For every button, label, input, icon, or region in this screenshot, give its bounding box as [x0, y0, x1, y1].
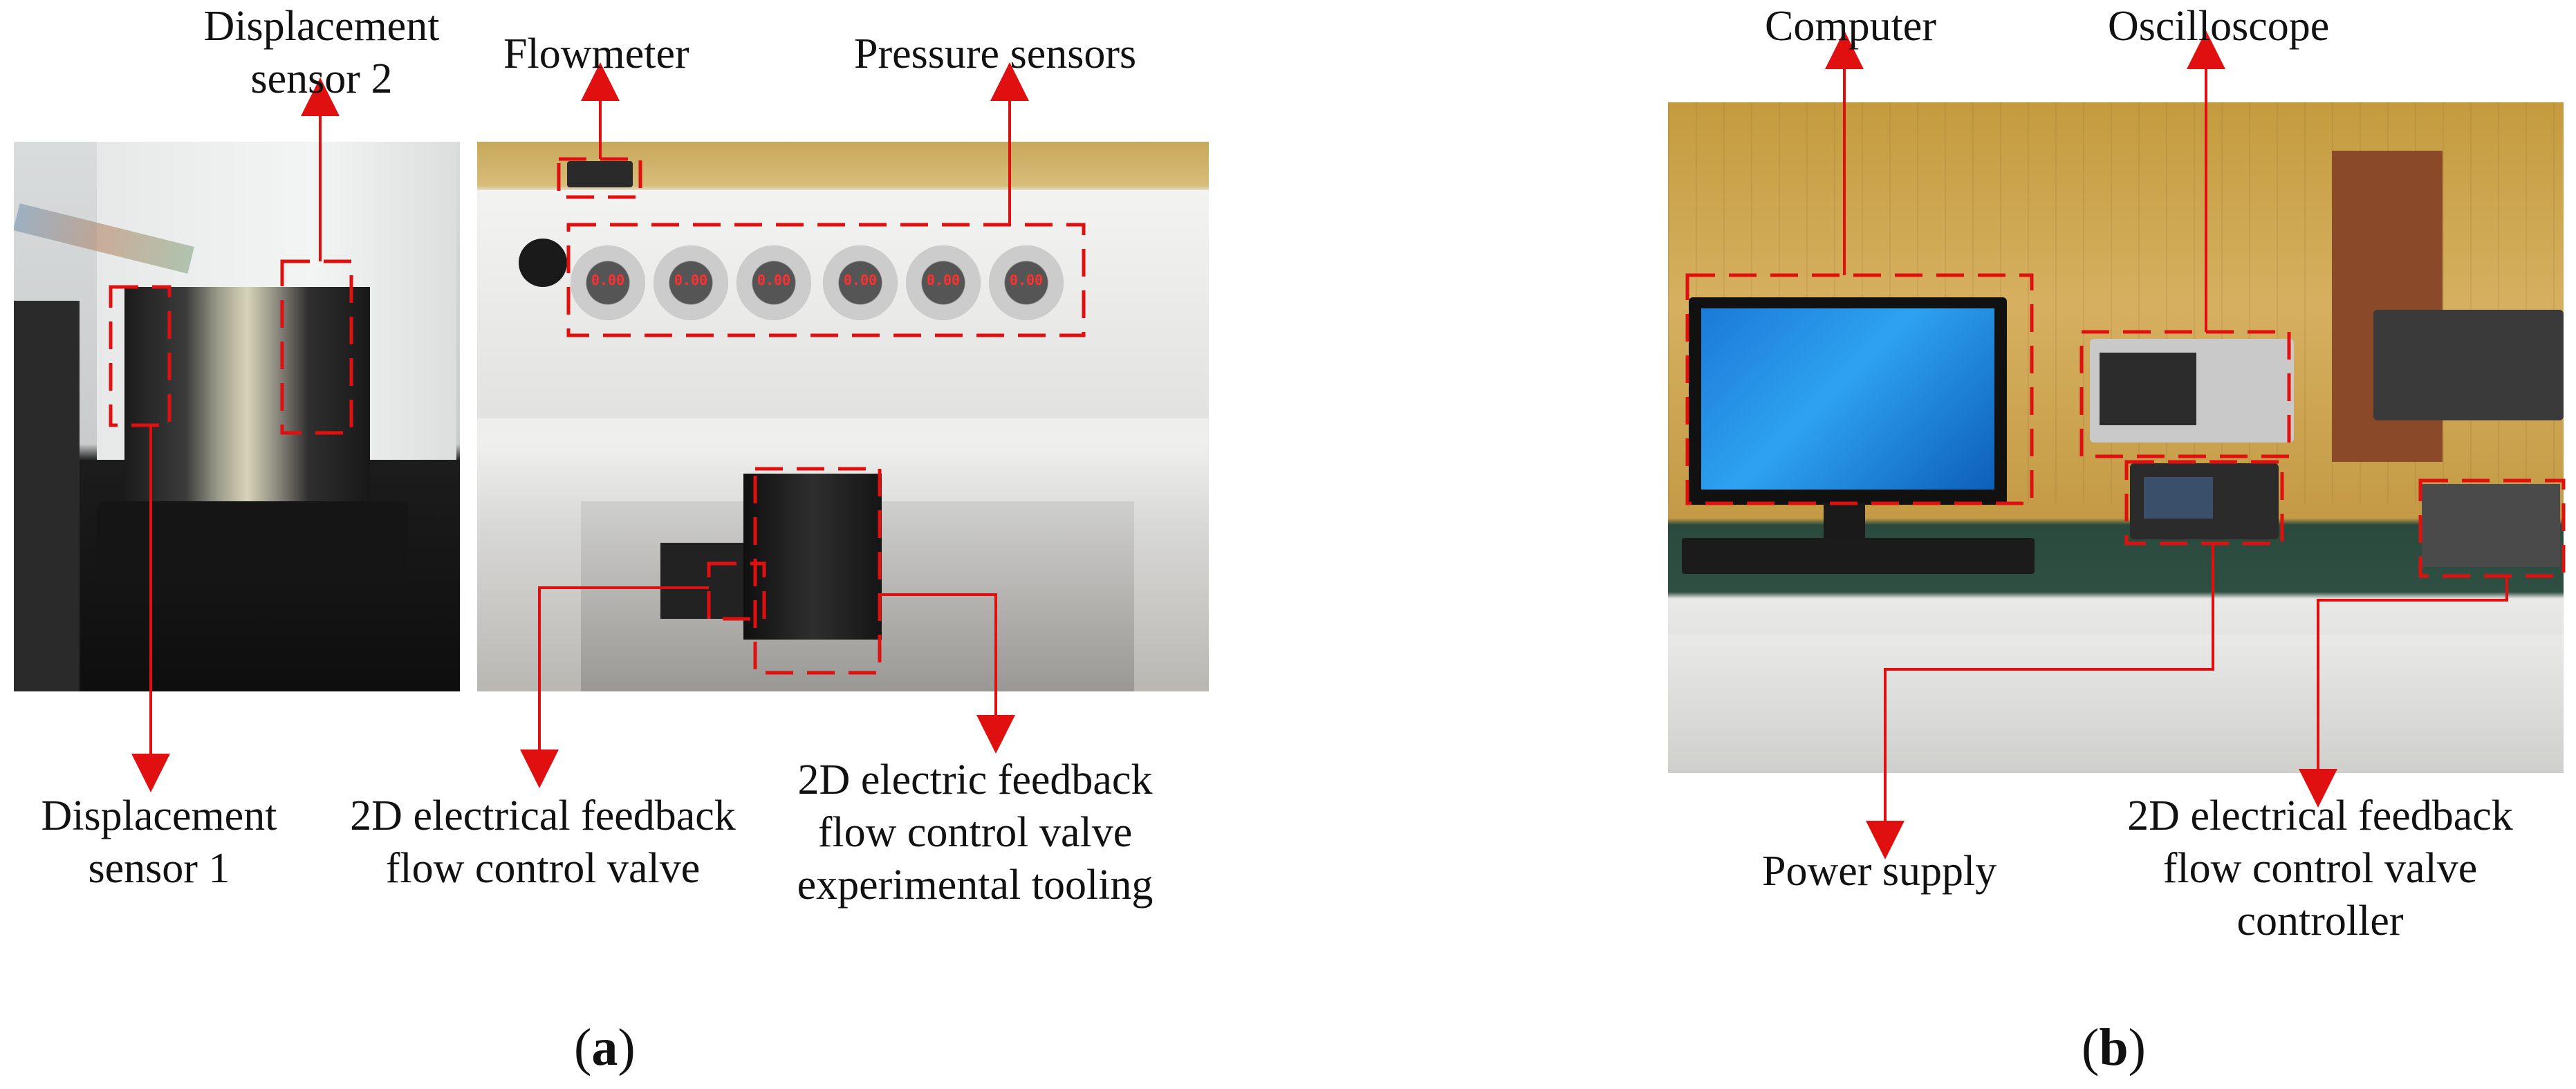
instrument-cases — [2373, 310, 2564, 420]
label-line: experimental tooling — [797, 862, 1153, 909]
flowmeter-display — [567, 161, 633, 187]
label-valve: 2D electrical feedback flow control valv… — [308, 790, 778, 895]
label-controller: 2D electrical feedback flow control valv… — [2095, 790, 2545, 947]
bench-opening — [519, 239, 567, 287]
power-supply — [2130, 463, 2279, 539]
gauge-reading: 0.00 — [926, 272, 961, 288]
valve-base — [97, 501, 408, 584]
valve-body — [660, 543, 743, 619]
photo-valve-closeup — [14, 142, 460, 691]
label-line: 2D electric feedback — [797, 756, 1153, 803]
label-line: Displacement — [41, 792, 277, 839]
keyboard — [1682, 538, 2035, 574]
oscilloscope-screen — [2100, 353, 2196, 425]
machine-left-wall — [14, 301, 80, 691]
gauge-reading: 0.00 — [757, 272, 791, 288]
pressure-gauge: 0.00 — [823, 245, 898, 320]
computer-monitor — [1689, 297, 2007, 505]
label-line: controller — [2236, 897, 2404, 944]
pressure-gauge: 0.00 — [736, 245, 811, 320]
tooling-block — [743, 474, 882, 640]
gauge-row: 0.00 0.00 0.00 0.00 0.00 0.00 — [571, 245, 1064, 328]
gauge-reading: 0.00 — [843, 272, 878, 288]
pressure-gauge: 0.00 — [906, 245, 981, 320]
valve-block — [124, 287, 370, 515]
photo-test-bench: 0.00 0.00 0.00 0.00 0.00 0.00 — [477, 142, 1209, 691]
label-line: flow control valve — [2162, 845, 2478, 892]
caption-letter: a — [591, 1018, 618, 1077]
oscilloscope — [2090, 339, 2294, 443]
controller-board — [2422, 484, 2560, 567]
desk-cabinet — [1668, 635, 2564, 773]
gauge-reading: 0.00 — [1009, 272, 1044, 288]
label-line: sensor 1 — [88, 845, 230, 892]
gauge-reading: 0.00 — [674, 272, 708, 288]
label-line: sensor 2 — [250, 55, 393, 102]
monitor-screen — [1701, 308, 1994, 490]
label-tooling: 2D electric feedback flow control valve … — [761, 754, 1189, 911]
pressure-gauge: 0.00 — [989, 245, 1064, 320]
label-computer: Computer — [1765, 3, 1936, 50]
caption-a: (a) — [574, 1018, 636, 1077]
gauge-reading: 0.00 — [591, 272, 625, 288]
label-displacement-sensor-1: Displacement sensor 1 — [0, 790, 318, 895]
label-line: 2D electrical feedback — [350, 792, 736, 839]
label-line: flow control valve — [817, 809, 1133, 856]
label-power-supply: Power supply — [1762, 848, 1997, 895]
pressure-gauge: 0.00 — [654, 245, 728, 320]
label-flowmeter: Flowmeter — [503, 30, 689, 77]
power-supply-screen — [2144, 477, 2213, 519]
photo-control-station — [1668, 102, 2564, 773]
caption-b: (b) — [2082, 1018, 2146, 1077]
label-line: flow control valve — [385, 845, 701, 892]
label-line: Displacement — [203, 3, 440, 50]
label-pressure-sensors: Pressure sensors — [854, 30, 1137, 77]
caption-letter: b — [2099, 1018, 2129, 1077]
label-oscilloscope: Oscilloscope — [2108, 3, 2330, 50]
label-displacement-sensor-2: Displacement sensor 2 — [159, 0, 484, 105]
label-line: 2D electrical feedback — [2127, 792, 2513, 839]
pressure-gauge: 0.00 — [571, 245, 645, 320]
